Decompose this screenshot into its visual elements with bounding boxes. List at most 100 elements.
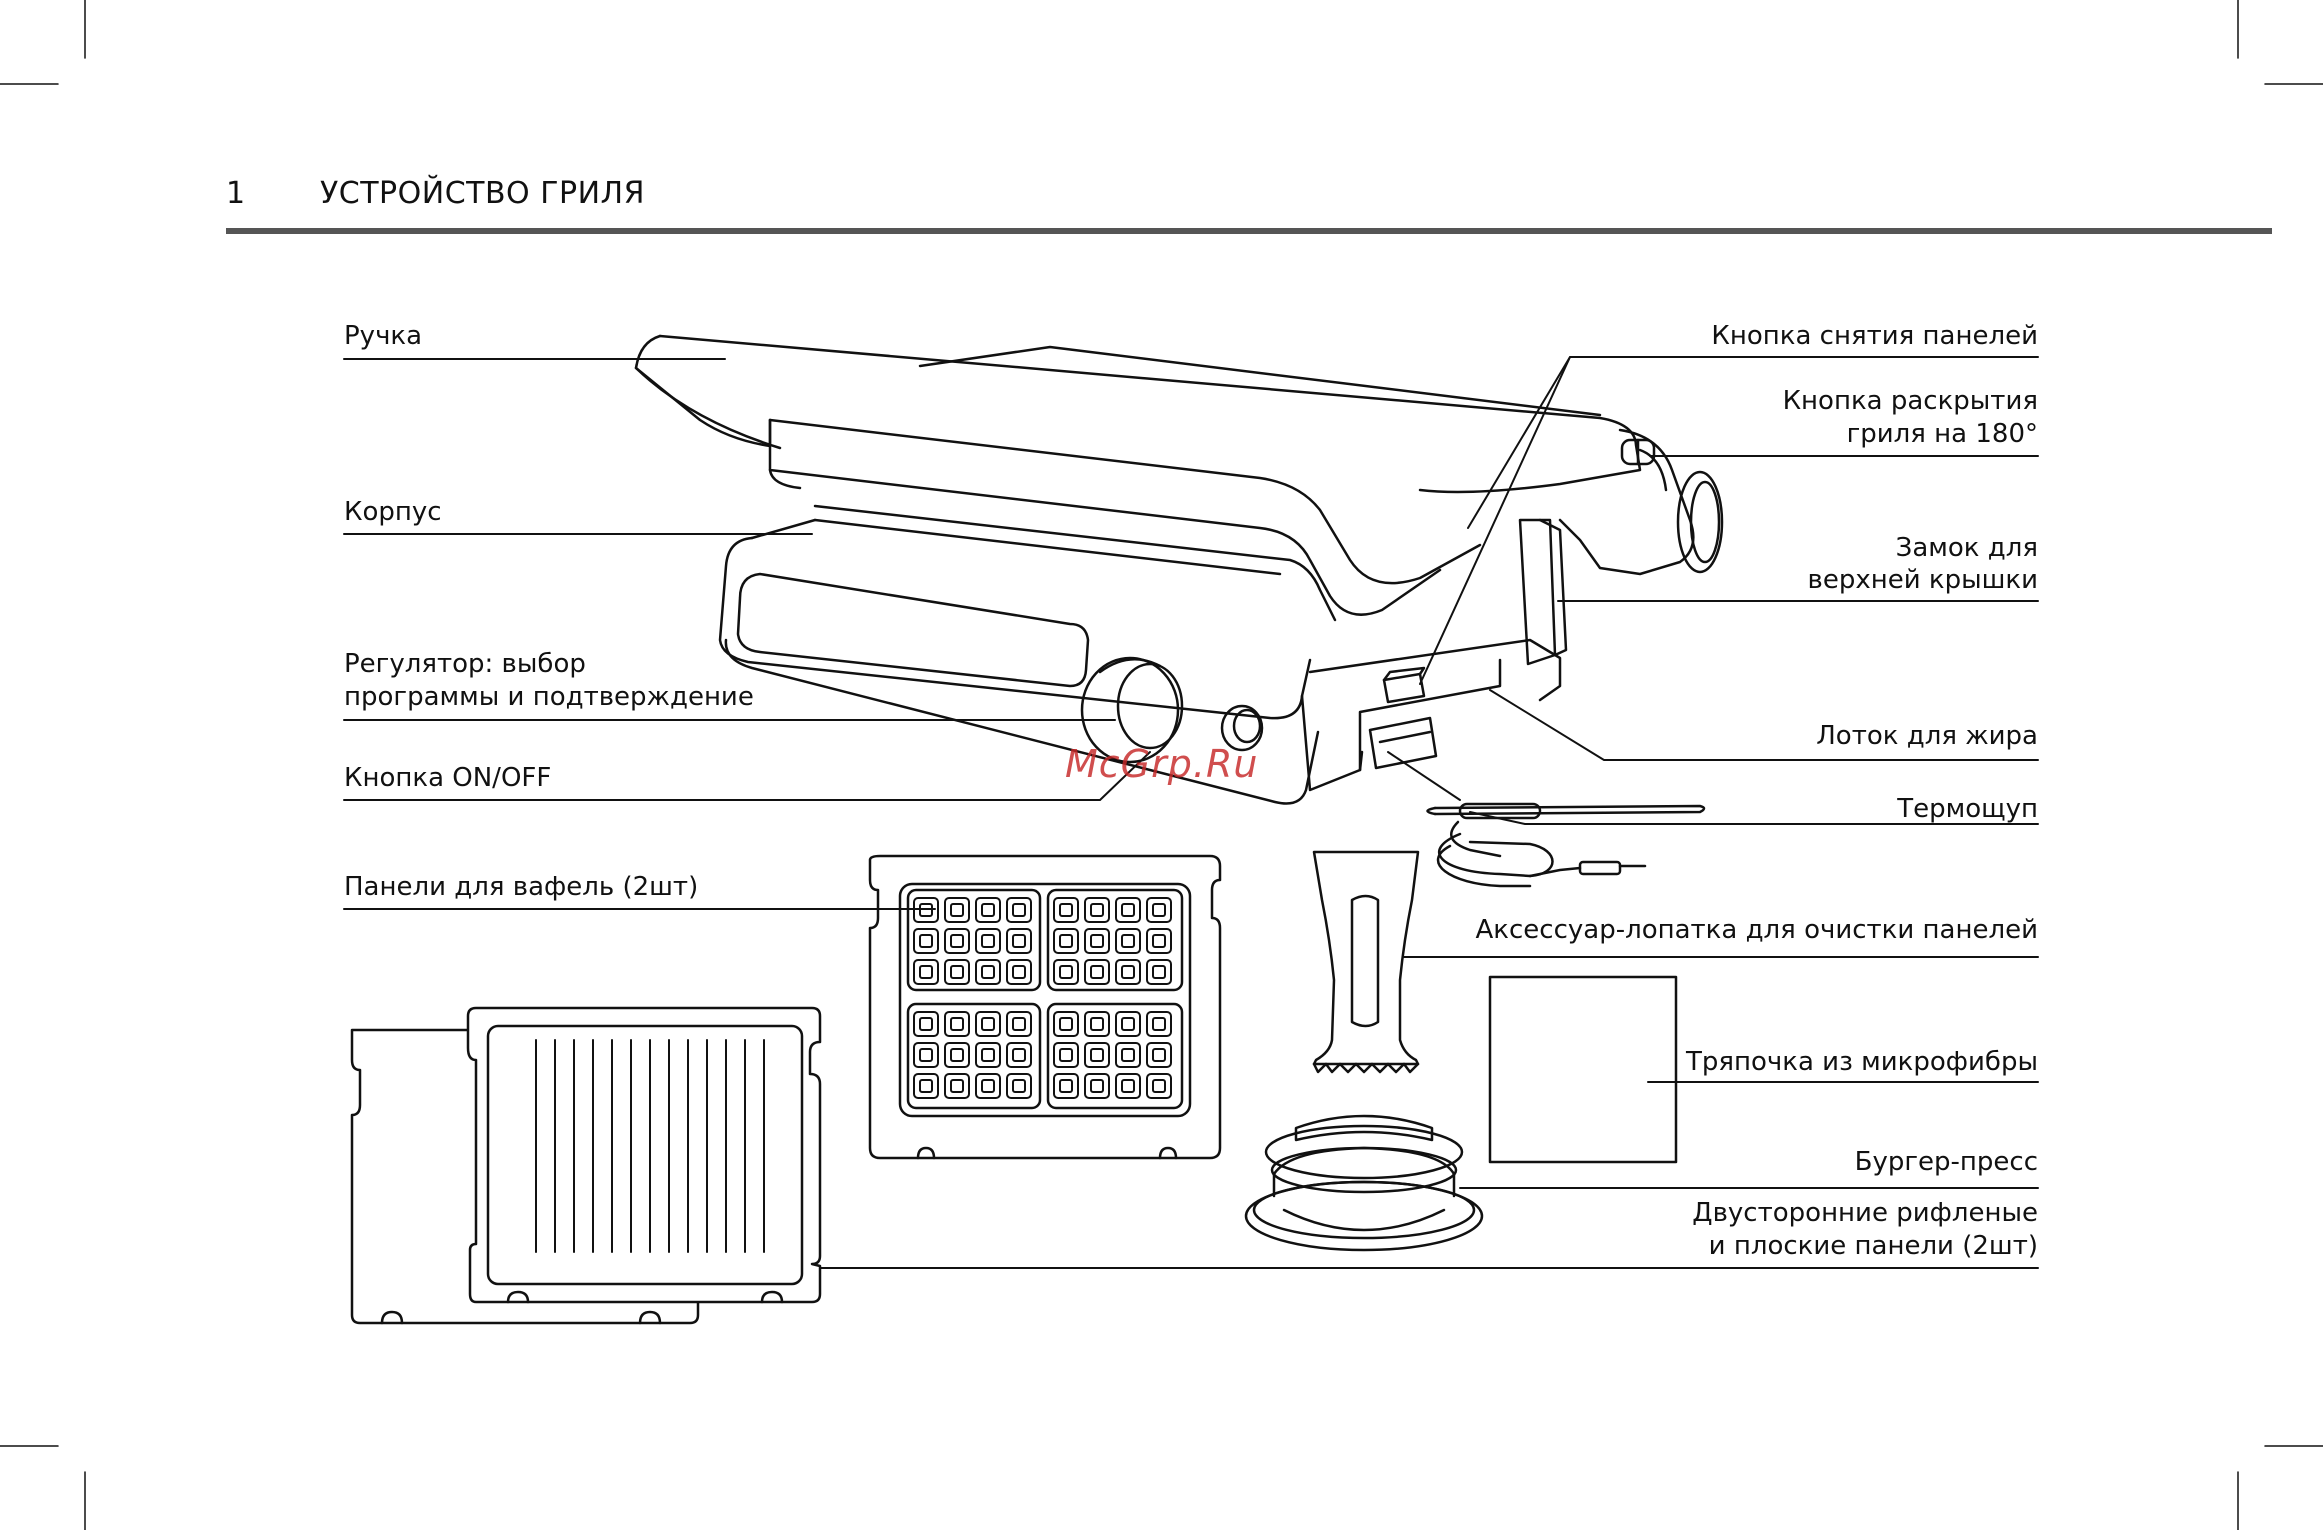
- waffle-cell: [1115, 1073, 1141, 1099]
- waffle-cell-inner: [1012, 934, 1026, 948]
- waffle-cell: [975, 959, 1001, 985]
- waffle-cell: [1146, 928, 1172, 954]
- label-grill-plates-line2: и плоские панели (2шт): [1708, 1231, 2038, 1261]
- waffle-cell-inner: [1121, 934, 1135, 948]
- waffle-cell: [944, 897, 970, 923]
- waffle-cell-inner: [919, 1048, 933, 1062]
- scraper-drawing: [1312, 850, 1420, 1074]
- waffle-cell-inner: [1090, 965, 1104, 979]
- waffle-cell: [1053, 1042, 1079, 1068]
- waffle-cell: [1084, 928, 1110, 954]
- waffle-cell-inner: [1090, 1017, 1104, 1031]
- waffle-cell-inner: [1059, 934, 1073, 948]
- thermoprobe-drawing: [1426, 802, 1706, 888]
- waffle-cell-inner: [950, 1017, 964, 1031]
- waffle-cell-inner: [1152, 934, 1166, 948]
- waffle-plate-drawing: [868, 854, 1222, 1160]
- waffle-cell: [944, 928, 970, 954]
- label-lid-lock-line2: верхней крышки: [1807, 565, 2039, 595]
- waffle-cell-inner: [1121, 1017, 1135, 1031]
- waffle-cell-inner: [1012, 1017, 1026, 1031]
- waffle-cell-inner: [1059, 903, 1073, 917]
- waffle-cell: [1115, 959, 1141, 985]
- waffle-cell-inner: [919, 1079, 933, 1093]
- waffle-cell-inner: [1059, 965, 1073, 979]
- burger-press-drawing: [1244, 1114, 1484, 1252]
- label-lid-lock-line1: Замок для: [1895, 533, 2038, 563]
- waffle-cell-inner: [1090, 934, 1104, 948]
- grill-plates-drawing: [350, 1006, 822, 1325]
- waffle-cell-inner: [919, 934, 933, 948]
- waffle-cell: [1084, 1073, 1110, 1099]
- waffle-cell-inner: [981, 965, 995, 979]
- waffle-cell-inner: [1012, 903, 1026, 917]
- waffle-cell: [1053, 959, 1079, 985]
- waffle-cell: [1053, 1073, 1079, 1099]
- label-drip-tray: Лоток для жира: [1816, 721, 2038, 751]
- waffle-cell: [944, 1011, 970, 1037]
- section-number: 1: [226, 176, 246, 211]
- waffle-cell: [1006, 1011, 1032, 1037]
- label-thermoprobe: Термощуп: [1897, 794, 2038, 824]
- label-grill-plates-line1: Двусторонние рифленые: [1692, 1198, 2038, 1228]
- waffle-cell: [1053, 897, 1079, 923]
- waffle-cell: [975, 1073, 1001, 1099]
- waffle-cell-inner: [950, 1079, 964, 1093]
- label-open-180-line1: Кнопка раскрытия: [1782, 386, 2038, 416]
- waffle-cell-inner: [1121, 965, 1135, 979]
- label-open-180-line2: гриля на 180°: [1846, 419, 2038, 449]
- waffle-cell: [1115, 1011, 1141, 1037]
- waffle-cell-inner: [919, 965, 933, 979]
- label-handle: Ручка: [344, 321, 423, 351]
- label-body: Корпус: [344, 497, 442, 527]
- waffle-cell: [975, 897, 1001, 923]
- waffle-cell: [944, 1073, 970, 1099]
- waffle-cell-inner: [981, 1048, 995, 1062]
- waffle-cell: [975, 928, 1001, 954]
- waffle-cell: [1006, 928, 1032, 954]
- waffle-cell: [913, 1011, 939, 1037]
- waffle-cell: [913, 959, 939, 985]
- waffle-cell: [1084, 1042, 1110, 1068]
- waffle-cell-inner: [1121, 1048, 1135, 1062]
- label-plate-release-button: Кнопка снятия панелей: [1711, 321, 2038, 351]
- waffle-cell-inner: [981, 1017, 995, 1031]
- waffle-cell-inner: [950, 934, 964, 948]
- waffle-cell: [1115, 928, 1141, 954]
- waffle-cell: [975, 1042, 1001, 1068]
- label-waffle-plates: Панели для вафель (2шт): [344, 872, 699, 902]
- waffle-cell: [1146, 1073, 1172, 1099]
- leader-lines: [343, 356, 2039, 1269]
- waffle-cell: [1146, 1011, 1172, 1037]
- waffle-cell: [944, 1042, 970, 1068]
- waffle-cell: [1053, 1011, 1079, 1037]
- watermark: McGrp.Ru: [1065, 742, 1259, 786]
- waffle-cell: [1006, 897, 1032, 923]
- waffle-cell: [1006, 1042, 1032, 1068]
- label-burger-press: Бургер-пресс: [1854, 1147, 2038, 1177]
- waffle-cell: [1053, 928, 1079, 954]
- waffle-cell-inner: [981, 934, 995, 948]
- waffle-cell-inner: [1012, 965, 1026, 979]
- grill-unit: [634, 334, 1724, 805]
- microfiber-cloth-drawing: [1488, 975, 1678, 1164]
- waffle-cell-inner: [950, 903, 964, 917]
- waffle-cell: [975, 1011, 1001, 1037]
- waffle-cell: [1084, 897, 1110, 923]
- section-title: УСТРОЙСТВО ГРИЛЯ: [320, 176, 645, 211]
- waffle-cell-inner: [1059, 1017, 1073, 1031]
- waffle-cell: [1146, 1042, 1172, 1068]
- waffle-cell-inner: [1059, 1079, 1073, 1093]
- waffle-cell: [913, 1073, 939, 1099]
- waffle-cell: [913, 1042, 939, 1068]
- waffle-cell: [1115, 1042, 1141, 1068]
- waffle-cell: [1084, 959, 1110, 985]
- waffle-cell: [913, 928, 939, 954]
- waffle-cell-inner: [919, 1017, 933, 1031]
- waffle-cell-inner: [1121, 903, 1135, 917]
- waffle-cell: [1146, 959, 1172, 985]
- waffle-cell: [944, 959, 970, 985]
- waffle-cell-inner: [981, 1079, 995, 1093]
- waffle-cell-inner: [1152, 903, 1166, 917]
